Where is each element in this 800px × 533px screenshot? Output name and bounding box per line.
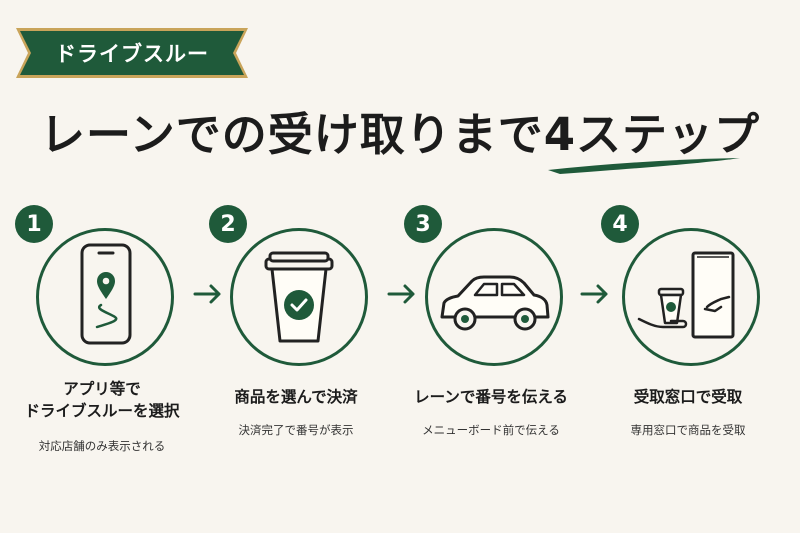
arrow-right-icon: [193, 283, 223, 305]
step-subtitle: メニューボード前で伝える: [422, 423, 560, 437]
banner-label: ドライブスルー: [55, 42, 209, 66]
step-title-line1: 受取窓口で受取: [633, 388, 743, 406]
page-title: レーンでの受け取りまで4ステップ: [0, 98, 800, 163]
step-number-badge: 2: [209, 205, 247, 243]
smartphone-map-pin-icon: [80, 243, 132, 345]
step-subtitle: 専用窓口で商品を受取: [630, 423, 746, 437]
step-title-line1: アプリ等で: [63, 380, 141, 398]
car-icon: [440, 275, 550, 331]
step-number-badge: 3: [404, 205, 442, 243]
arrow-right-icon: [580, 283, 610, 305]
step-subtitle: 対応店舗のみ表示される: [38, 439, 166, 453]
step-title: 受取窓口で受取: [588, 386, 788, 408]
step-title-line1: レーンで番号を伝える: [414, 388, 568, 406]
window-handoff-icon: [637, 251, 735, 339]
banner-ribbon-shape: [16, 28, 248, 78]
page-title-accent: 4ステップ: [543, 108, 761, 161]
step-title-line1: 商品を選んで決済: [234, 388, 358, 406]
page-title-main: レーンでの受け取りまで: [39, 108, 544, 161]
step-1: 1 アプリ等で ドライブスルーを選択 対応店舗のみ表示される: [2, 200, 202, 500]
step-4: 4 受取窓口で受取 専用窓口で商品を受取: [588, 200, 788, 500]
arrow-right-icon: [387, 283, 417, 305]
step-icon-circle: [36, 228, 174, 366]
step-title: 商品を選んで決済: [196, 386, 396, 408]
step-title-line2: ドライブスルーを選択: [24, 402, 180, 420]
step-title: レーンで番号を伝える: [391, 386, 591, 408]
step-number-badge: 4: [601, 205, 639, 243]
category-banner: ドライブスルー: [16, 28, 248, 78]
step-subtitle: 決済完了で番号が表示: [238, 423, 354, 437]
step-icon-circle: [230, 228, 368, 366]
step-3: 3 レーンで番号を伝える メニューボード前で伝える: [391, 200, 591, 500]
coffee-cup-check-icon: [264, 251, 334, 343]
step-number-badge: 1: [15, 205, 53, 243]
step-title: アプリ等で ドライブスルーを選択: [2, 378, 202, 422]
step-icon-circle: [622, 228, 760, 366]
step-2: 2 商品を選んで決済 決済完了で番号が表示: [196, 200, 396, 500]
step-icon-circle: [425, 228, 563, 366]
